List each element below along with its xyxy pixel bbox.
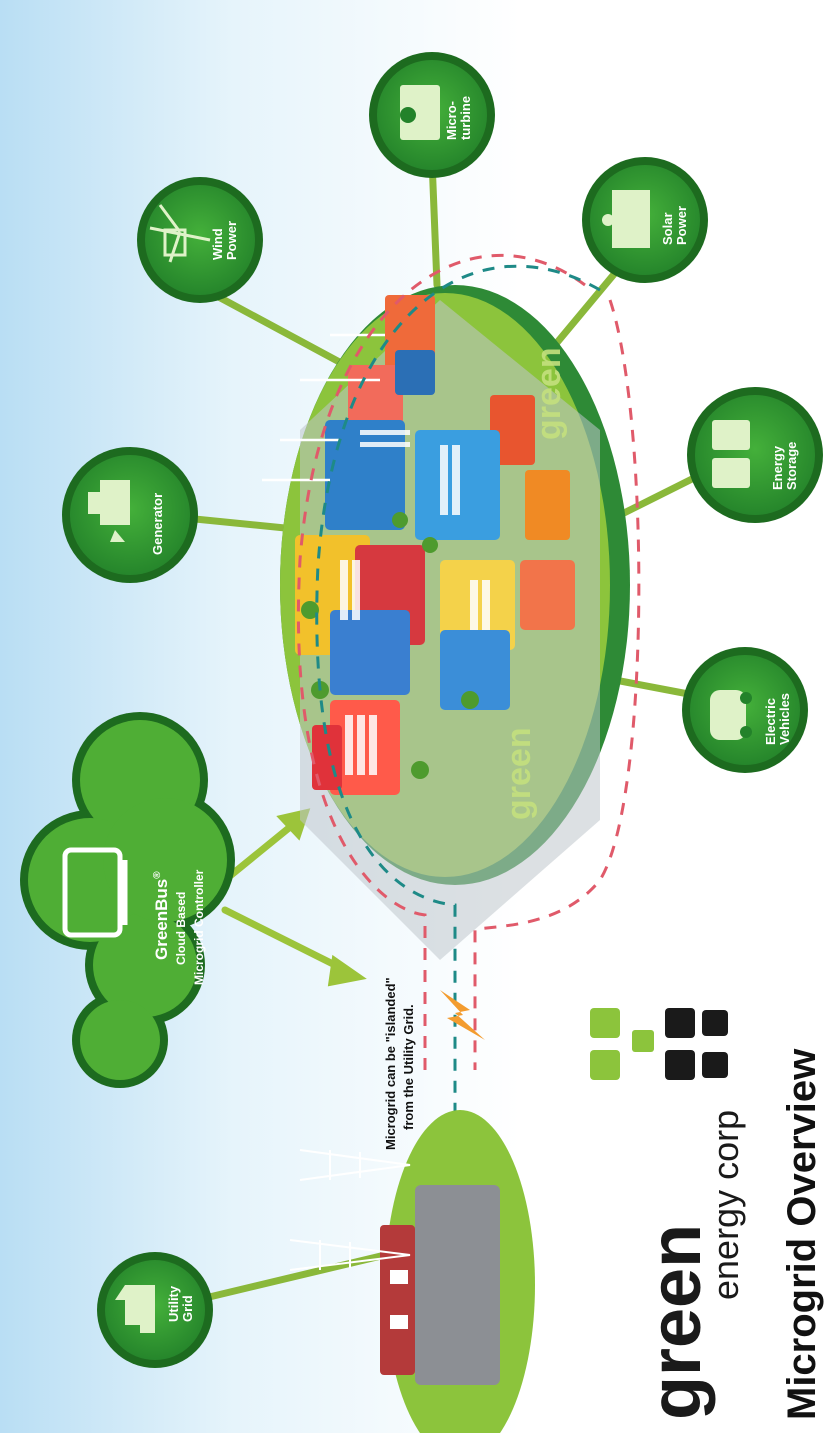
island-label-top: green <box>530 347 568 440</box>
svg-text:Micro-turbine: Micro-turbine <box>444 96 473 140</box>
monitor-icon <box>62 847 128 938</box>
node-solar-power-label2: Power <box>674 206 689 245</box>
utility-island <box>289 1110 535 1433</box>
node-energy-storage-label2: Storage <box>784 442 799 490</box>
registered-mark: ® <box>152 871 163 879</box>
electric-car-icon <box>710 690 752 740</box>
svg-text:EnergyStorage: EnergyStorage <box>770 442 799 490</box>
controller-line3: Microgrid Controller <box>192 869 206 985</box>
node-microturbine-label2: turbine <box>458 96 473 140</box>
island-label-bottom: green <box>500 727 538 820</box>
controller-line2: Cloud Based <box>174 892 188 965</box>
node-energy-storage: EnergyStorage <box>687 387 823 523</box>
node-electric-vehicles-label1: Electric <box>763 698 778 745</box>
node-wind-power: WindPower <box>137 177 263 303</box>
svg-text:ElectricVehicles: ElectricVehicles <box>763 693 792 745</box>
city-buildings <box>295 295 575 795</box>
node-solar-power: SolarPower <box>582 157 708 283</box>
wind-turbine-icon <box>149 204 211 263</box>
islanding-note-line1: Microgrid can be "islanded" <box>383 977 398 1150</box>
page-title: Microgrid Overview <box>780 1048 824 1420</box>
controller-arrows <box>221 808 367 987</box>
node-wind-power-label1: Wind <box>210 228 225 260</box>
green-energy-corp-logo: green energy corp <box>590 1008 746 1420</box>
svg-text:GreenBus®: GreenBus® <box>152 871 171 960</box>
node-microturbine-label1: Micro- <box>444 101 459 140</box>
node-electric-vehicles: ElectricVehicles <box>682 647 808 773</box>
logo-mark <box>590 1008 728 1080</box>
islanding-note-line2: from the Utility Grid. <box>401 1004 416 1130</box>
small-wind-turbines <box>262 333 385 482</box>
node-generator-label1: Generator <box>150 493 165 555</box>
microturbine-icon <box>400 85 440 140</box>
node-wind-power-label2: Power <box>224 221 239 260</box>
generator-icon <box>88 480 130 542</box>
controller-cloud: GreenBus® Cloud Based Microgrid Controll… <box>20 712 235 1088</box>
lightning-icon <box>440 990 485 1040</box>
svg-text:WindPower: WindPower <box>210 221 239 260</box>
node-utility-grid-label1: Utility <box>166 1285 181 1322</box>
factory-icon <box>115 1285 155 1333</box>
node-energy-storage-label1: Energy <box>770 445 785 490</box>
solar-panel-icon <box>602 190 650 248</box>
node-utility-grid-label2: Grid <box>180 1295 195 1322</box>
logo-subtitle: energy corp <box>705 1110 746 1300</box>
node-microturbine: Micro-turbine <box>369 52 495 178</box>
logo-word: green <box>636 1224 716 1420</box>
node-solar-power-label1: Solar <box>660 212 675 245</box>
svg-text:Generator: Generator <box>150 493 165 555</box>
node-generator: Generator <box>62 447 198 583</box>
controller-name: GreenBus <box>152 879 171 960</box>
svg-text:UtilityGrid: UtilityGrid <box>166 1285 195 1322</box>
node-electric-vehicles-label2: Vehicles <box>777 693 792 745</box>
node-utility-grid: UtilityGrid <box>97 1252 213 1368</box>
battery-icon <box>712 420 750 488</box>
svg-text:SolarPower: SolarPower <box>660 206 689 245</box>
